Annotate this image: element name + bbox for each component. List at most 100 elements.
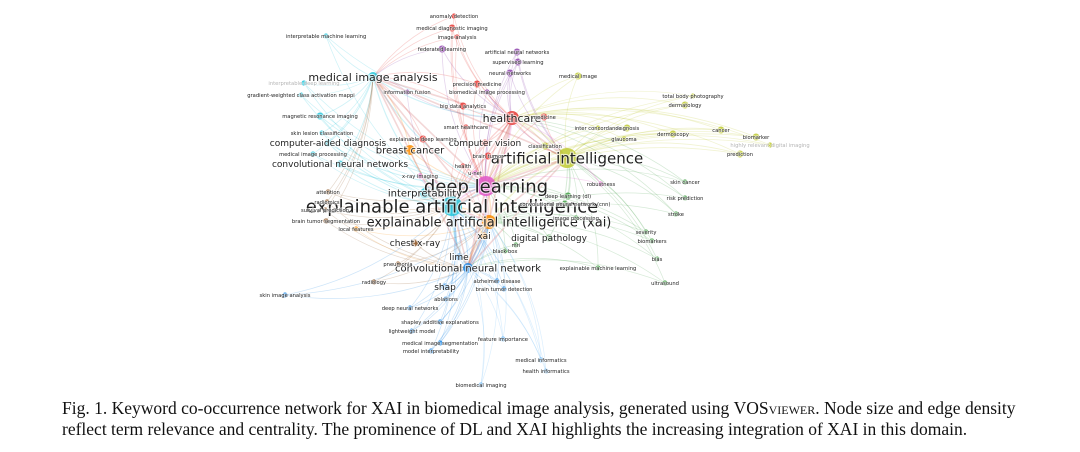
label-classification: classification	[528, 144, 562, 150]
network-edge	[372, 36, 458, 78]
network-edge	[485, 75, 579, 187]
network-edge	[445, 221, 490, 300]
network-edge	[455, 36, 487, 187]
network-edge	[511, 112, 674, 135]
network-edge	[467, 259, 666, 284]
network-edge	[485, 138, 625, 187]
label-lime: lime	[449, 253, 469, 263]
label-gradient-weighted-class-activation-mappi: gradient-weighted class activation mappi	[247, 93, 354, 99]
network-edge	[488, 157, 568, 223]
network-edge	[509, 72, 568, 159]
network-edge	[485, 104, 686, 187]
network-edge	[488, 214, 647, 233]
label-medical-informatics: medical informatics	[515, 358, 566, 364]
node-interpretable-deep-learning	[301, 80, 307, 86]
network-edge	[300, 94, 453, 207]
network-edge	[325, 205, 453, 225]
caption-text-1: Keyword co-occurrence network for XAI in…	[111, 398, 734, 418]
network-edge	[488, 203, 566, 223]
network-edge	[566, 157, 666, 284]
node-medical-diagnostic-imaging	[448, 24, 456, 32]
network-edge	[406, 91, 513, 119]
network-edge	[373, 205, 453, 283]
network-edge	[566, 157, 599, 269]
network-edge	[566, 157, 686, 199]
network-edge	[355, 228, 469, 269]
node-medical-image-processing	[310, 151, 316, 157]
network-edge	[414, 242, 469, 269]
label-brain-tumor-detection: brain tumor detection	[476, 287, 533, 293]
label-convolutional-neural-networks: convolutional neural networks	[272, 160, 408, 170]
label-glaucoma: glaucoma	[611, 137, 636, 143]
label-ablations: ablations	[434, 297, 458, 303]
network-edge	[484, 72, 511, 187]
node-skin-cancer	[682, 179, 688, 185]
network-edge	[327, 191, 453, 210]
network-edge	[325, 35, 374, 78]
network-edge	[411, 205, 453, 332]
label-image-processing: image processing	[553, 216, 599, 222]
network-edge	[485, 175, 602, 187]
node-federated-learning	[438, 45, 446, 53]
label-shapley-additive-explanations: shapley additive explanations	[401, 320, 479, 326]
label-stroke: stroke	[668, 212, 684, 218]
network-edge	[303, 82, 487, 187]
label-cancer: cancer	[712, 128, 730, 134]
network-edge	[325, 76, 374, 222]
label-pneumonia: pneumonia	[383, 262, 412, 268]
node-cancer	[717, 126, 725, 134]
node-interpretability	[420, 188, 430, 198]
node-bias	[654, 256, 660, 262]
node-brain-tumor	[484, 152, 492, 160]
node-convolutional-neural-networks	[336, 160, 344, 168]
label-explainable-deep-learning: explainable deep learning	[389, 137, 456, 143]
label-anomaly-detection: anomaly detection	[430, 14, 479, 20]
network-edge	[372, 76, 469, 269]
label-radiomics: radiomics	[314, 200, 340, 206]
node-highly-relevant-digital-imaging	[767, 142, 773, 148]
label-alzheimer-disease: alzheimer disease	[474, 279, 521, 285]
label-precision-medicine: precision medicine	[453, 82, 502, 88]
label-feature-importance: feature importance	[478, 337, 528, 343]
node-health-informatics	[543, 368, 549, 374]
label-biomarker: biomarker	[743, 135, 770, 141]
node-explainable-machine-learning	[595, 265, 601, 271]
network-edge	[467, 221, 490, 269]
network-edge	[511, 109, 771, 146]
node-shapley-additive-explanations	[437, 319, 443, 325]
network-edge	[372, 76, 513, 119]
network-edge	[467, 267, 542, 361]
network-edge	[319, 115, 487, 187]
network-edge	[303, 76, 374, 86]
network-edge	[325, 35, 513, 119]
network-edge	[488, 157, 568, 223]
network-edge	[327, 76, 374, 144]
label-deep-neural-networks: deep neural networks	[382, 306, 439, 312]
network-edge	[451, 157, 568, 207]
network-edge	[326, 76, 374, 203]
network-edge	[324, 209, 469, 269]
label-total-body-photography: total body photography	[662, 94, 723, 100]
node-deep-neural-networks	[407, 305, 413, 311]
network-edge	[511, 107, 722, 131]
label-dermatology: dermatology	[669, 103, 702, 109]
node-biomedical-image-processing	[484, 89, 490, 95]
network-edge	[451, 205, 547, 372]
network-edge	[485, 117, 513, 187]
node-risk-prediction	[682, 195, 688, 201]
label-medical-image-processing: medical image processing	[279, 152, 347, 158]
node-ultrasound	[662, 280, 668, 286]
network-edge	[485, 133, 674, 187]
network-edge	[485, 157, 568, 187]
network-edge	[372, 71, 478, 85]
node-brain-tumor-detection	[501, 286, 507, 292]
network-edge	[372, 76, 464, 107]
network-edge	[321, 132, 487, 187]
node-biomedical-imaging	[478, 382, 484, 388]
label-computer-aided-diagnosis: computer-aided diagnosis	[270, 139, 387, 149]
label-skin-lesion-classification: skin lesion classification	[291, 131, 354, 137]
network-edge	[511, 116, 625, 140]
label-magnetic-resonance-imaging: magnetic resonance imaging	[282, 114, 358, 120]
network-edge	[451, 205, 504, 340]
node-local-features	[353, 226, 359, 232]
